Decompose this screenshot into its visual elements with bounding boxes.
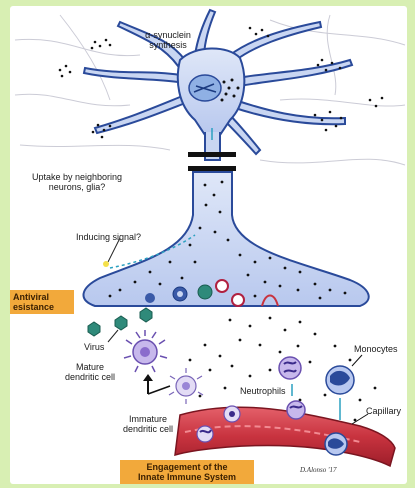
innate-immune-engagement-tag: Engagement of the Innate Immune System bbox=[120, 460, 254, 484]
synapse-bar-bottom bbox=[188, 166, 236, 171]
label-virus: Virus bbox=[84, 342, 104, 352]
label-monocytes: Monocytes bbox=[354, 344, 398, 354]
antiviral-line1: Antiviral bbox=[13, 292, 71, 302]
label-neutrophils: Neutrophils bbox=[240, 386, 286, 396]
immature-dc-pointer bbox=[148, 386, 170, 394]
engagement-line1: Engagement of the bbox=[122, 462, 252, 472]
label-immature-dc-line2: dendritic cell bbox=[108, 424, 188, 434]
synapse-bar-top bbox=[188, 152, 236, 157]
engagement-line2: Innate Immune System bbox=[122, 472, 252, 482]
label-inducing-signal: Inducing signal? bbox=[76, 232, 141, 242]
label-synuclein: α-synuclein synthesis bbox=[128, 30, 208, 50]
dc-maturation-head bbox=[143, 374, 153, 381]
label-immature-dc-line1: Immature bbox=[108, 414, 188, 424]
mature-dendritic-cell bbox=[124, 330, 167, 372]
label-uptake-line2: neurons, glia? bbox=[22, 182, 132, 192]
label-synuclein-line1: α-synuclein bbox=[128, 30, 208, 40]
inducing-signal-mark bbox=[103, 261, 109, 267]
label-mature-dc: Mature dendritic cell bbox=[52, 362, 128, 382]
label-synuclein-line2: synthesis bbox=[128, 40, 208, 50]
monocyte-pointer bbox=[352, 355, 362, 366]
virus-particles bbox=[88, 308, 152, 336]
artist-signature: D.Alonso '17 bbox=[300, 466, 337, 474]
label-uptake-line1: Uptake by neighboring bbox=[22, 172, 132, 182]
antiviral-line2: esistance bbox=[13, 302, 71, 312]
label-mature-dc-line1: Mature bbox=[52, 362, 128, 372]
label-immature-dc: Immature dendritic cell bbox=[108, 414, 188, 434]
label-capillary: Capillary bbox=[366, 406, 401, 416]
label-uptake: Uptake by neighboring neurons, glia? bbox=[22, 172, 132, 192]
label-mature-dc-line2: dendritic cell bbox=[52, 372, 128, 382]
immature-dendritic-cell bbox=[169, 368, 203, 404]
antiviral-resistance-tag: Antiviral esistance bbox=[10, 290, 74, 314]
virus-pointer bbox=[108, 330, 118, 342]
